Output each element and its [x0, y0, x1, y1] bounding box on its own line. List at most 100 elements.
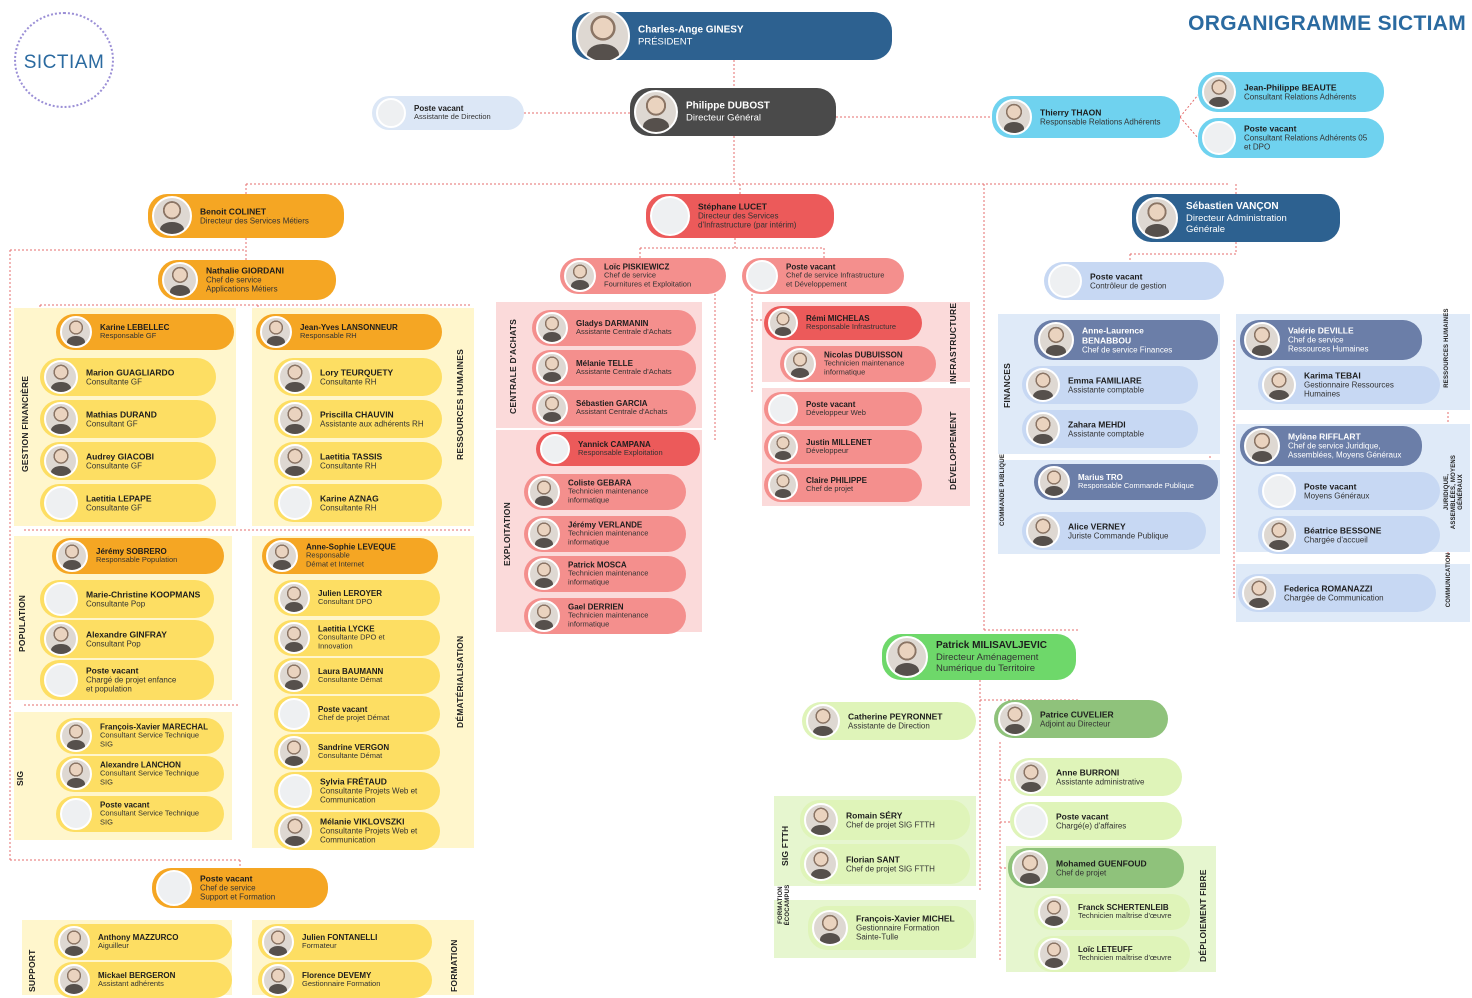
- zone-label: DÉPLOIEMENT FIBRE: [1198, 869, 1208, 962]
- person-name: Yannick CAMPANA: [578, 439, 651, 449]
- person-name: Mélanie TELLE: [576, 358, 633, 368]
- person-photo: [784, 348, 816, 380]
- person-role: Responsable Démat et Internet: [306, 550, 364, 569]
- person-name: Jean-Philippe BEAUTE: [1244, 82, 1337, 93]
- person-name: Poste vacant: [1056, 811, 1109, 822]
- person-role: Assistante Centrale d'Achats: [576, 367, 672, 377]
- person-photo: [1244, 428, 1280, 464]
- person-name: Sébastien GARCIA: [576, 398, 648, 408]
- zone-label: JURIDIQUE, ASSEMBLÉES, MOYENS GÉNÉRAUX: [1444, 454, 1464, 530]
- person-role: Consultant Service Technique SIG: [100, 808, 200, 827]
- person-name: Gladys DARMANIN: [576, 318, 649, 328]
- person-role: Gestionnaire Ressources Humaines: [1304, 380, 1394, 400]
- person-name: Alexandre LANCHON: [100, 760, 181, 770]
- person-photo: [1038, 322, 1074, 358]
- person-name: Zahara MEHDI: [1068, 419, 1126, 430]
